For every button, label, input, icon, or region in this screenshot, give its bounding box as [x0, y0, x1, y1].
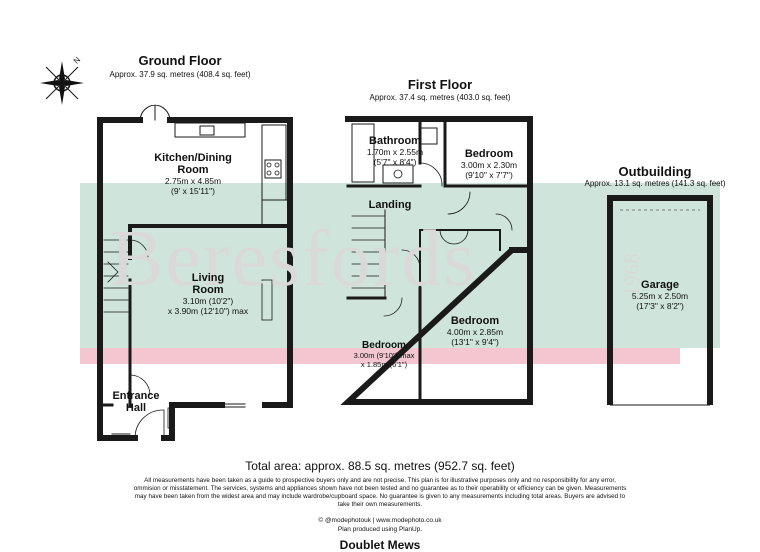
living-room-label: Living Room 3.10m (10'2") x 3.90m (12'10… [148, 272, 268, 316]
bedroom-a-label: Bedroom 3.00m x 2.30m (9'10" x 7'7") [448, 148, 530, 180]
first-floor-area: Approx. 37.4 sq. metres (403.0 sq. feet) [369, 93, 511, 102]
kitchen-label: Kitchen/Dining Room 2.75m x 4.85m (9' x … [128, 152, 258, 196]
hall-name-1: Entrance [112, 390, 160, 402]
bathroom-name: Bathroom [369, 135, 421, 147]
bedroom-small-label: Bedroom 3.00m (9'10") max x 1.85m (6'1") [350, 340, 418, 369]
bedroom-a-name: Bedroom [464, 148, 514, 160]
bedroom-small-dim-imperial: x 1.85m (6'1") [360, 360, 408, 369]
living-dim-metric: 3.10m (10'2") [182, 296, 234, 306]
watermark-brand: Beresfords [110, 215, 477, 303]
garage-label: Garage 5.25m x 2.50m (17'3" x 8'2") [612, 279, 708, 311]
bathroom-dim-metric: 1.70m x 2.55m [366, 147, 424, 157]
kitchen-dim-imperial: (9' x 15'11") [171, 186, 215, 196]
bathroom-label: Bathroom 1.70m x 2.55m (5'7" x 8'4") [355, 135, 435, 167]
garage-name: Garage [641, 279, 679, 291]
kitchen-dim-metric: 2.75m x 4.85m [164, 176, 222, 186]
outbuilding-title: Outbuilding [618, 164, 692, 179]
ground-floor-area: Approx. 37.9 sq. metres (408.4 sq. feet) [109, 70, 251, 79]
total-area: Total area: approx. 88.5 sq. metres (952… [245, 459, 515, 473]
ground-floor-plan [97, 104, 293, 441]
ground-floor-title: Ground Floor [138, 53, 222, 68]
first-floor-plan [340, 116, 533, 405]
living-name-2: Room [192, 284, 224, 296]
entrance-hall-label: Entrance Hall [104, 390, 168, 414]
compass-icon [40, 61, 84, 105]
hall-name-2: Hall [125, 402, 147, 414]
property-name: Doublet Mews [339, 538, 421, 552]
kitchen-name-1: Kitchen/Dining [154, 152, 232, 164]
bedroom-main-dim-imperial: (13'1" x 9'4") [451, 337, 499, 347]
garage-plan [607, 195, 713, 406]
bathroom-dim-imperial: (5'7" x 8'4") [373, 157, 417, 167]
watermark-band-green [80, 183, 720, 348]
disclaimer: All measurements have been taken as a gu… [133, 477, 627, 508]
garage-dim-imperial: (17'3" x 8'2") [636, 301, 684, 311]
first-floor-title: First Floor [407, 77, 473, 92]
living-dim-imperial: x 3.90m (12'10") max [167, 306, 249, 316]
credit-line-1: © @modephotouk | www.modephoto.co.uk [318, 517, 442, 524]
bedroom-a-dim-metric: 3.00m x 2.30m [460, 160, 518, 170]
bedroom-main-dim-metric: 4.00m x 2.85m [446, 327, 504, 337]
credit-line-2: Plan produced using PlanUp. [337, 526, 423, 533]
bedroom-small-name: Bedroom [362, 340, 406, 351]
bedroom-small-dim-metric: 3.00m (9'10") max [353, 351, 415, 360]
bedroom-main-label: Bedroom 4.00m x 2.85m (13'1" x 9'4") [425, 315, 525, 347]
bedroom-a-dim-imperial: (9'10" x 7'7") [465, 170, 513, 180]
kitchen-name-2: Room [177, 164, 209, 176]
landing-label: Landing [368, 199, 412, 211]
outbuilding-area: Approx. 13.1 sq. metres (141.3 sq. feet) [584, 179, 726, 188]
bedroom-main-name: Bedroom [450, 315, 500, 327]
living-name-1: Living [191, 272, 225, 284]
garage-dim-metric: 5.25m x 2.50m [631, 291, 689, 301]
